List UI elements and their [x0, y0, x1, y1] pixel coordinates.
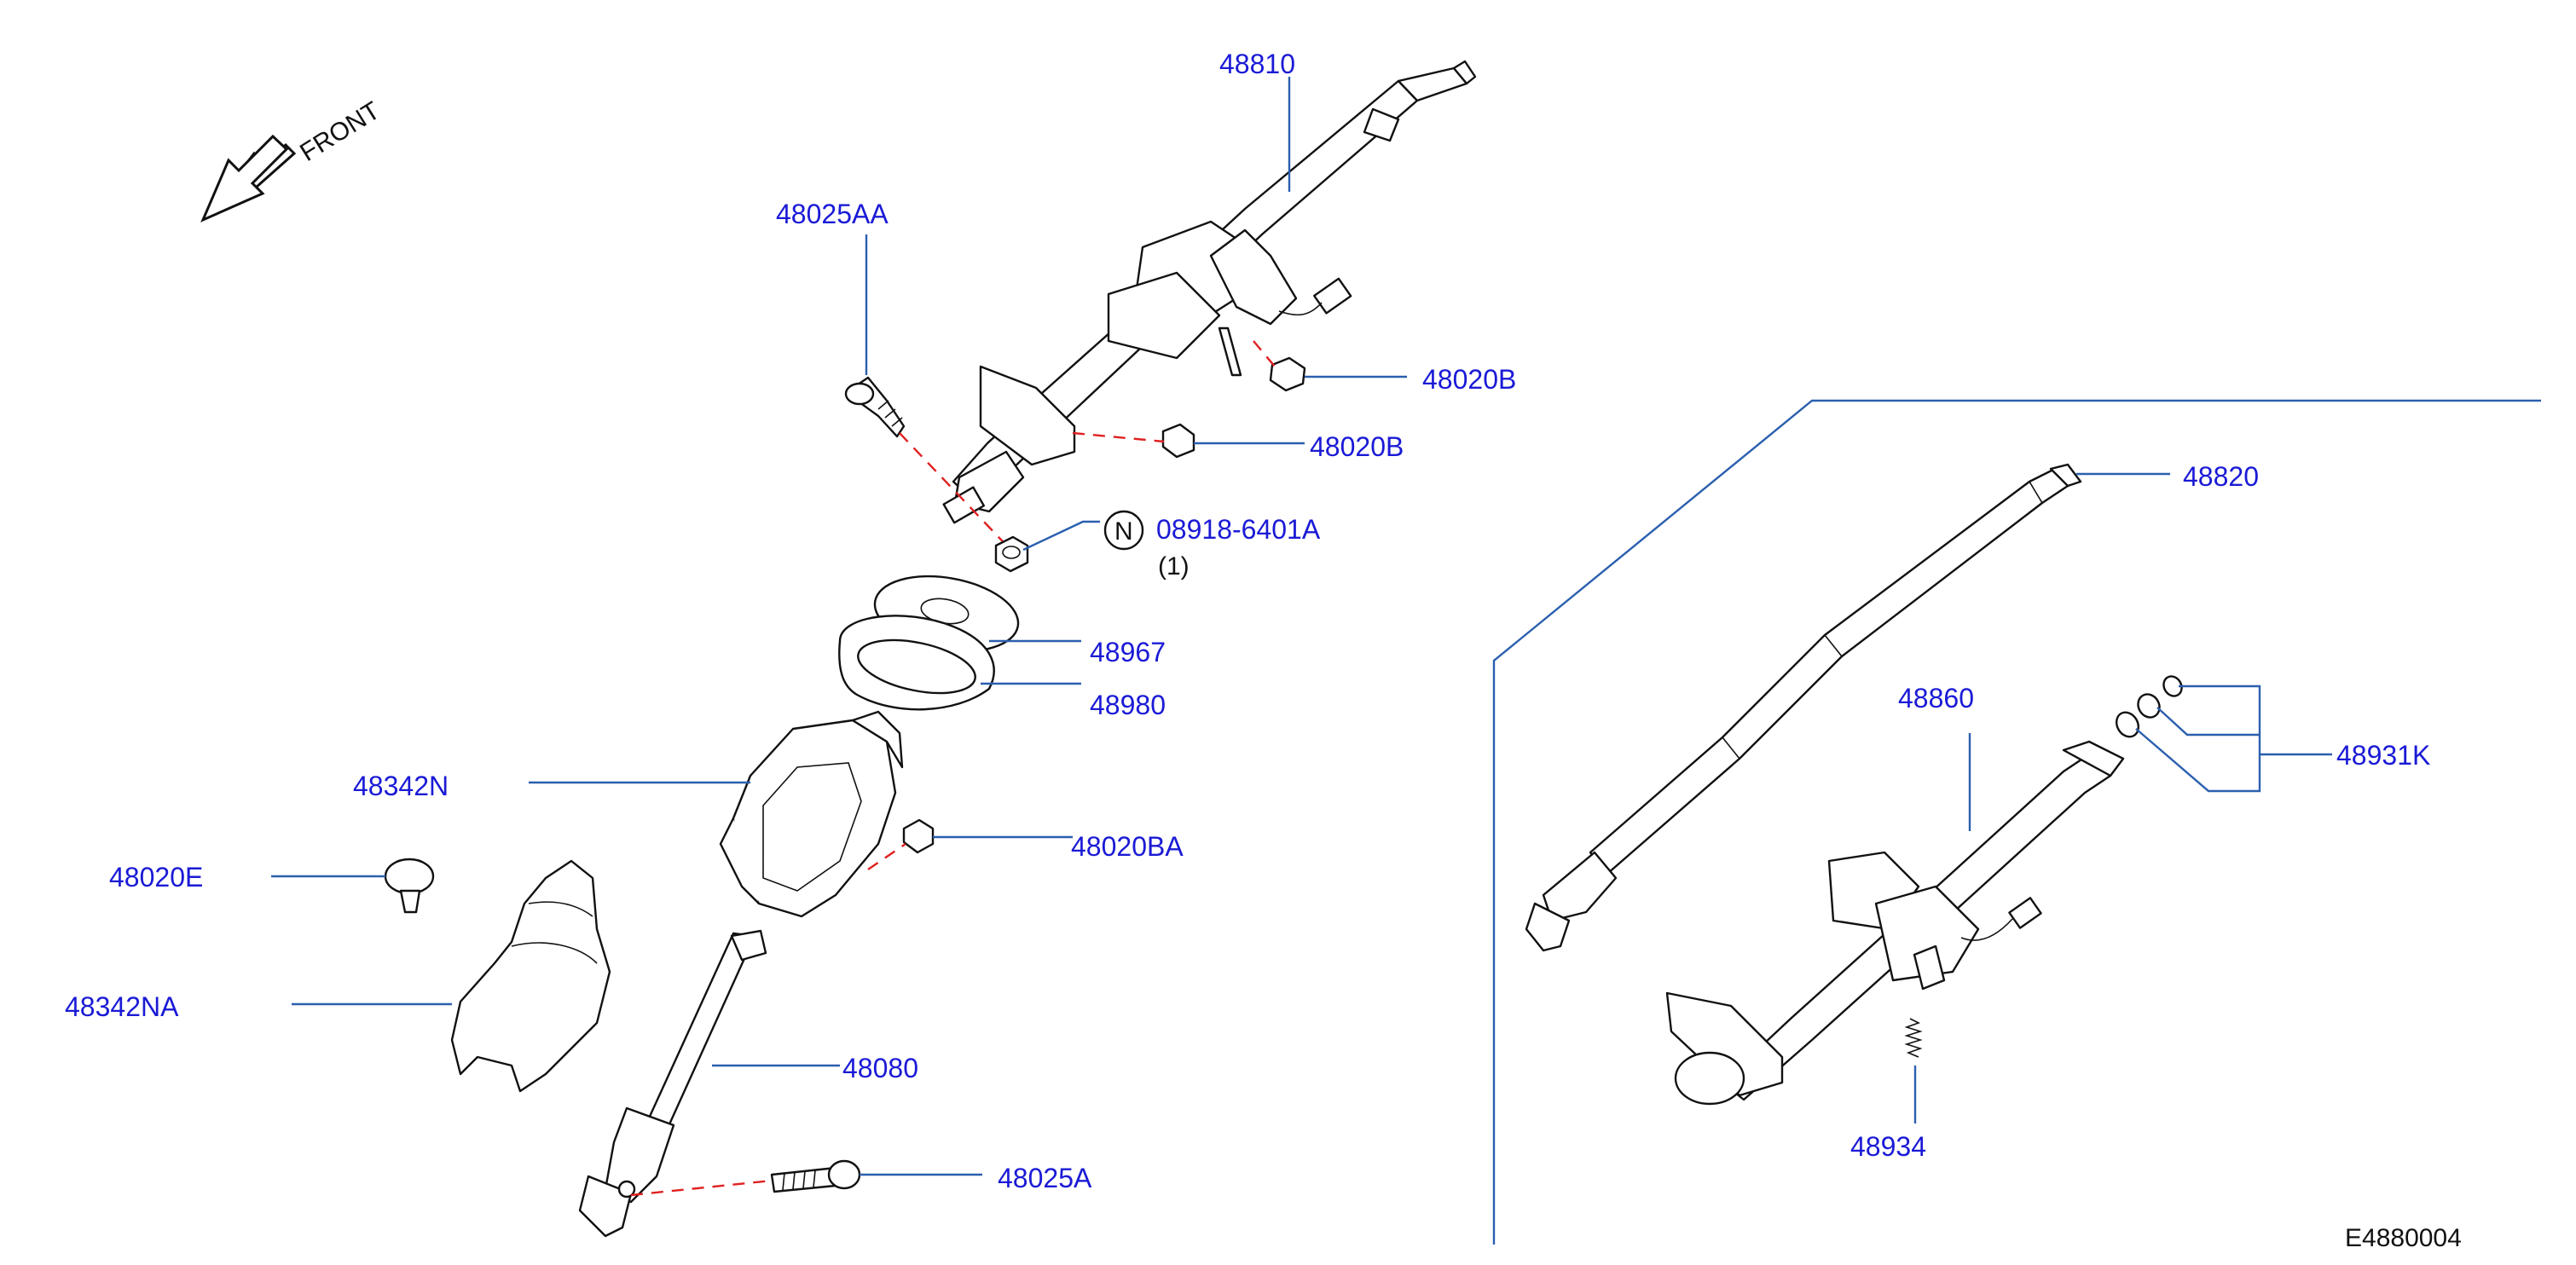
label-48810: 48810: [1219, 49, 1295, 79]
nut-48020B-top: [1269, 356, 1306, 392]
nut-48020BA: [902, 818, 935, 854]
label-48342NA: 48342NA: [65, 991, 179, 1022]
label-48342N: 48342N: [353, 771, 449, 801]
label-48025A: 48025A: [998, 1163, 1092, 1193]
label-48020B-top: 48020B: [1422, 364, 1516, 395]
diagram-code: E4880004: [2345, 1224, 2462, 1252]
label-48980: 48980: [1090, 690, 1166, 720]
label-48025AA: 48025AA: [776, 199, 889, 229]
assembly-divider: [1492, 399, 2541, 1245]
boot-ring-48980: [838, 615, 995, 711]
spring-48934: [1904, 1018, 1923, 1058]
label-48020B-mid: 48020B: [1310, 431, 1404, 462]
front-arrow: [200, 134, 297, 222]
column-48860: [1665, 740, 2125, 1106]
label-48020BA: 48020BA: [1071, 831, 1184, 862]
label-08918-qty: (1): [1158, 552, 1190, 581]
nut-48020B-mid: [1161, 423, 1195, 459]
label-48967: 48967: [1090, 637, 1166, 667]
label-48020E: 48020E: [109, 862, 203, 892]
front-label: FRONT: [295, 96, 385, 167]
rings-48931K: [2115, 675, 2183, 738]
label-08918-6401A: 08918-6401A: [1156, 514, 1321, 545]
label-48931K: 48931K: [2336, 740, 2430, 771]
cover-48342NA: [450, 859, 611, 1093]
shaft-48080: [578, 929, 767, 1238]
boot-48342N: [719, 710, 904, 918]
label-48860: 48860: [1898, 683, 1974, 713]
label-48080: 48080: [842, 1053, 918, 1083]
bolt-48025AA: [844, 376, 906, 438]
clip-48020E: [384, 858, 435, 914]
steering-column-upper: [942, 60, 1477, 524]
n-symbol: N: [1114, 517, 1133, 546]
nut-08918-6401A: [994, 535, 1029, 573]
shaft-48820: [1525, 463, 2082, 952]
n-symbol-circle: [1103, 510, 1144, 551]
label-48934: 48934: [1850, 1131, 1926, 1162]
bolt-48025A: [770, 1159, 861, 1193]
label-48820: 48820: [2183, 461, 2259, 492]
